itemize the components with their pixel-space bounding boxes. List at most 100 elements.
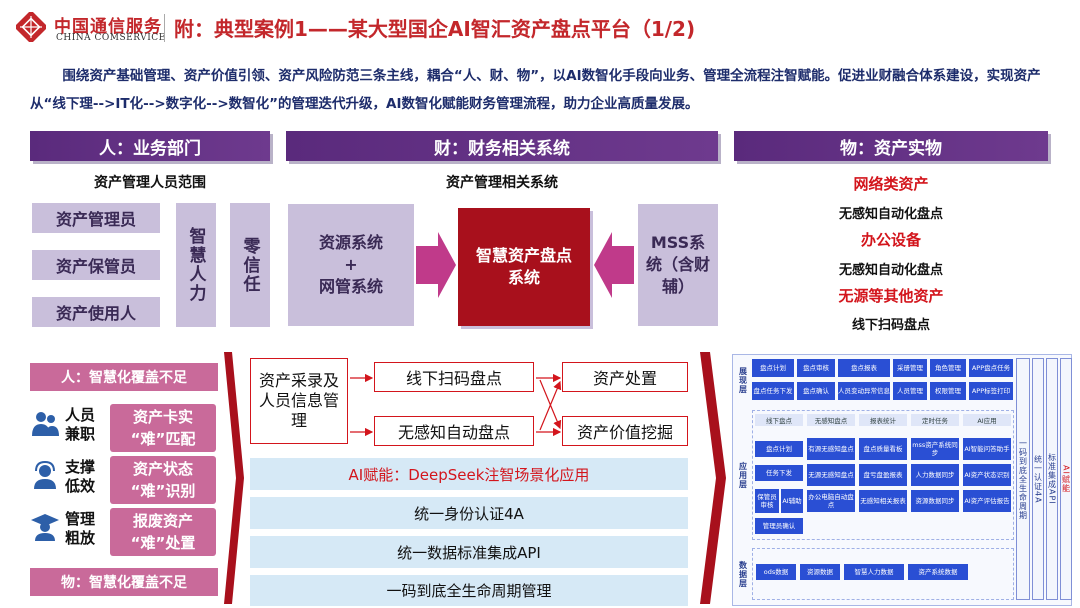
bar-lifecycle-mgmt: 一码到底全生命周期管理 xyxy=(250,575,688,606)
support-agent-icon xyxy=(34,460,56,489)
tag-smart-hr: 智慧人力 xyxy=(176,203,216,327)
issue-pill-status-recognize: 资产状态 “难”识别 xyxy=(110,456,216,504)
issue-pill-card-match: 资产卡实 “难”匹配 xyxy=(110,404,216,452)
arch-cell: 盘点计划 xyxy=(755,441,803,457)
office-equipment-title: 办公设备 xyxy=(860,231,921,249)
arch-cell: AI智能问答助手 xyxy=(963,438,1011,460)
graduate-icon xyxy=(31,514,59,541)
plus-label: + xyxy=(344,255,358,274)
passive-assets-title: 无源等其他资产 xyxy=(838,287,944,305)
layer-label-app: 应用层 xyxy=(738,461,748,489)
app-head: AI应用 xyxy=(963,414,1011,426)
flow-asset-disposal: 资产处置 xyxy=(562,362,688,392)
app-layer-frame xyxy=(752,410,1014,540)
arch-cell: 任务下发 xyxy=(755,465,803,481)
arch-cell: 盘点报表 xyxy=(838,359,890,377)
flow-asset-entry: 资产采录及人员信息管理 xyxy=(250,358,348,444)
intro-paragraph: 围绕资产基础管理、资产价值引领、资产风险防范三条主线，耦合“人、财、物”，以AI… xyxy=(30,68,1041,112)
smart-inventory-system-box: 智慧资产盘点系统 xyxy=(458,208,590,326)
chevron-right-icon xyxy=(224,352,244,604)
pill-line: 资产卡实 xyxy=(132,408,193,426)
bar-ai-enablement: AI赋能：DeepSeek注智场景化应用 xyxy=(250,458,688,490)
pill-line: “难”处置 xyxy=(130,534,196,552)
pill-line: 报废资产 xyxy=(132,512,193,530)
arrow-right-icon xyxy=(416,232,456,298)
passive-assets-desc: 线下扫码盘点 xyxy=(851,318,930,333)
role-asset-user: 资产使用人 xyxy=(32,297,160,327)
tag-zero-trust: 零信任 xyxy=(230,203,270,327)
arch-cell: APP盘点任务 xyxy=(969,359,1013,377)
arch-cell: 资源数据 xyxy=(800,564,840,580)
role-asset-keeper: 资产保管员 xyxy=(32,250,160,280)
things-banner: 物：资产实物 xyxy=(734,131,1048,161)
bar-unified-auth: 统一身份认证4A xyxy=(250,497,688,529)
flow-value-mining: 资产价值挖掘 xyxy=(562,416,688,446)
logo-text-en: CHINA COMSERVICE xyxy=(56,33,166,43)
app-head: 定时任务 xyxy=(911,414,959,426)
arch-cell: 人员管理 xyxy=(893,382,927,400)
issue-label-part-time: 人员兼职 xyxy=(64,406,95,443)
things-gap-bar: 物：智慧化覆盖不足 xyxy=(30,568,218,596)
layer-label-data: 数据层 xyxy=(738,560,748,588)
arch-cell: mss资产系统同步 xyxy=(911,438,959,460)
finance-subhead: 资产管理相关系统 xyxy=(446,175,558,191)
pill-line: “难”匹配 xyxy=(130,430,196,448)
arch-cell: 资产系统数据 xyxy=(908,564,968,580)
issue-pill-scrap-dispose: 报废资产 “难”处置 xyxy=(110,508,216,556)
people-icon xyxy=(32,412,59,436)
arch-cell: 人员变动异常信息 xyxy=(838,382,890,400)
arch-cell: 保管员审核 xyxy=(755,489,779,513)
chevron-right-icon xyxy=(700,352,726,604)
side-col-ai: AI赋能 xyxy=(1060,358,1072,600)
arch-cell: 盘亏盘盈报表 xyxy=(859,464,907,486)
arch-cell: 有源无感知盘点 xyxy=(807,438,855,460)
side-col-api: 标准集成API xyxy=(1046,358,1058,600)
people-gap-bar: 人：智慧化覆盖不足 xyxy=(30,363,218,391)
arch-cell: 盘点计划 xyxy=(752,359,794,377)
side-col-auth: 统一认证4A xyxy=(1032,358,1044,600)
arch-cell: ods数据 xyxy=(756,564,796,580)
data-layer-frame xyxy=(752,548,1014,600)
resource-network-system-box: 资源系统 + 网管系统 xyxy=(288,204,414,326)
bar-data-standard-api: 统一数据标准集成API xyxy=(250,536,688,568)
arch-cell: 权限管理 xyxy=(930,382,966,400)
network-system-label: 网管系统 xyxy=(318,277,383,296)
pill-line: “难”识别 xyxy=(130,482,196,500)
finance-banner: 财：财务相关系统 xyxy=(286,131,718,161)
role-asset-manager: 资产管理员 xyxy=(32,203,160,233)
office-equipment-desc: 无感知自动化盘点 xyxy=(838,263,943,278)
arch-cell: 盘点任务下发 xyxy=(752,382,794,400)
network-assets-desc: 无感知自动化盘点 xyxy=(838,207,943,222)
mss-system-box: MSS系统（含财辅） xyxy=(638,204,718,326)
flow-connectors xyxy=(350,373,562,437)
arch-cell: AI资产评估报告 xyxy=(963,490,1011,512)
china-comservice-logo-icon xyxy=(16,12,46,42)
arch-cell: AI辅助 xyxy=(781,489,803,513)
people-subhead: 资产管理人员范围 xyxy=(94,175,206,191)
arch-cell: APP标签打印 xyxy=(969,382,1013,400)
flow-auto-inventory: 无感知自动盘点 xyxy=(374,416,534,446)
arch-cell: AI资产状态识别 xyxy=(963,464,1011,486)
arrow-left-icon xyxy=(594,232,634,298)
arch-cell: 盘点审核 xyxy=(797,359,835,377)
arch-cell: 无源无感知盘点 xyxy=(807,464,855,486)
arch-cell: 无感知相关报表 xyxy=(859,490,907,512)
issue-label-rough-mgmt: 管理粗放 xyxy=(64,510,95,547)
arch-cell: 智慧人力数据 xyxy=(844,564,904,580)
arch-cell: 资源数据同步 xyxy=(911,490,959,512)
network-assets-title: 网络类资产 xyxy=(853,175,929,193)
app-head: 报表统计 xyxy=(859,414,907,426)
app-head: 线下盘点 xyxy=(755,414,803,426)
arch-cell: 盘点确认 xyxy=(797,382,835,400)
app-head: 无感知盘点 xyxy=(807,414,855,426)
pill-line: 资产状态 xyxy=(132,460,193,478)
layer-label-show: 展现层 xyxy=(738,366,748,394)
arch-cell: 盘点质量看板 xyxy=(859,438,907,460)
issue-label-low-support: 支撑低效 xyxy=(64,458,95,495)
arch-cell: 办公电脑自动盘点 xyxy=(807,490,855,512)
arch-cell: 角色管理 xyxy=(930,359,966,377)
arch-cell: 管理员确认 xyxy=(755,518,803,534)
arch-cell: 人力数据同步 xyxy=(911,464,959,486)
flow-offline-scan: 线下扫码盘点 xyxy=(374,362,534,392)
logo-text-cn: 中国通信服务 xyxy=(54,17,162,37)
